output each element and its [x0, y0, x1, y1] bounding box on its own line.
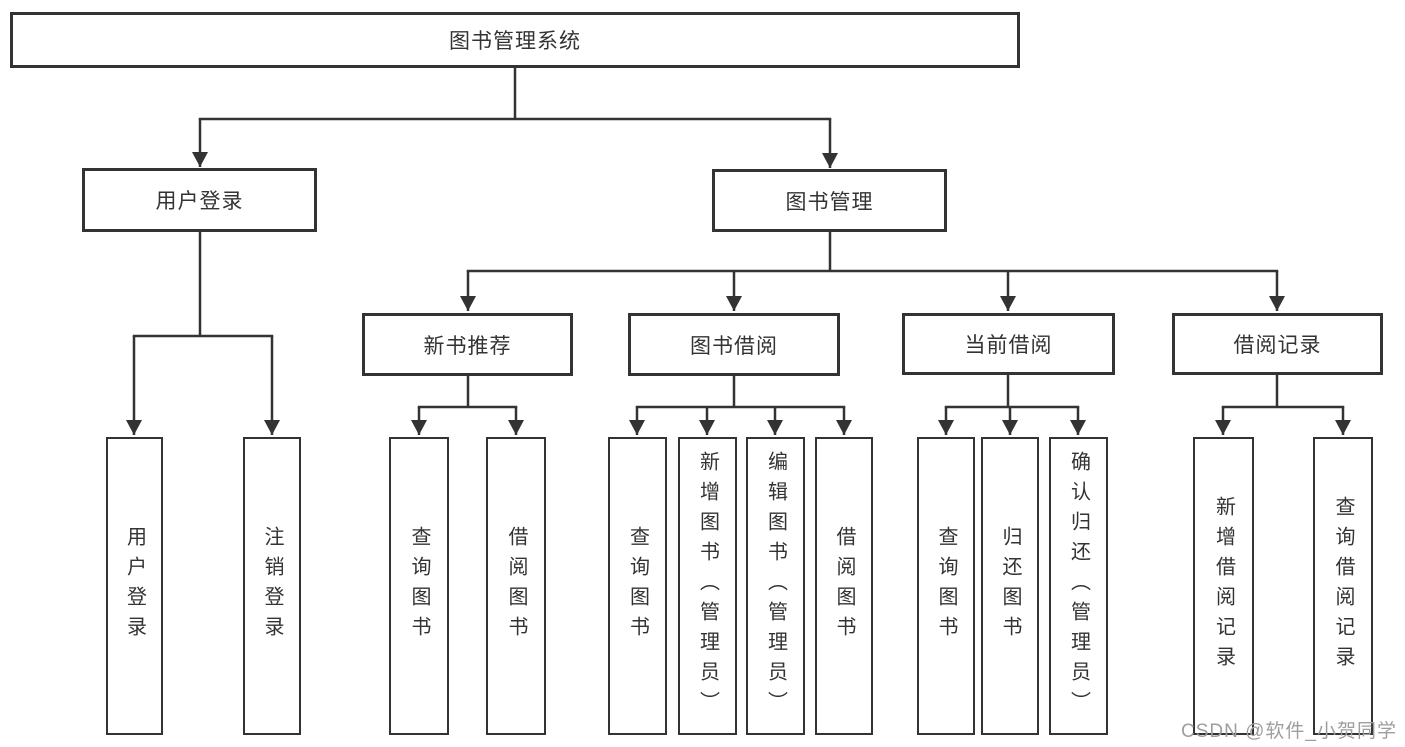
node-book-borrowing-label: 图书借阅	[690, 334, 778, 358]
node-book-management: 图书管理	[712, 169, 947, 232]
node-leaf-user-login-label: 用户登录	[123, 526, 146, 646]
node-leaf-logout: 注销登录	[243, 437, 301, 735]
node-leaf-borrowing-borrow-books-label: 借阅图书	[833, 526, 855, 646]
node-leaf-current-query-books: 查询图书	[917, 437, 975, 735]
node-leaf-borrowing-edit-books: 编辑图书（管理员）	[746, 437, 805, 735]
node-user-login: 用户登录	[82, 168, 317, 232]
node-leaf-current-return-books: 归还图书	[981, 437, 1039, 735]
node-leaf-borrowing-borrow-books: 借阅图书	[815, 437, 873, 735]
node-leaf-current-return-books-label: 归还图书	[999, 526, 1021, 646]
node-leaf-recommend-query-books-label: 查询图书	[408, 526, 430, 646]
node-leaf-recommend-query-books: 查询图书	[389, 437, 449, 735]
node-user-login-label: 用户登录	[155, 190, 244, 213]
node-new-book-recommend-label: 新书推荐	[423, 334, 512, 358]
node-leaf-borrowing-add-books: 新增图书（管理员）	[678, 437, 737, 735]
node-leaf-borrowing-add-books-label: 新增图书（管理员）	[696, 451, 719, 721]
node-leaf-user-login: 用户登录	[106, 437, 163, 735]
node-current-borrowing: 当前借阅	[902, 313, 1115, 375]
node-leaf-current-query-books-label: 查询图书	[935, 526, 957, 646]
node-leaf-recommend-borrow-books: 借阅图书	[486, 437, 546, 735]
node-leaf-recommend-borrow-books-label: 借阅图书	[505, 526, 527, 646]
node-leaf-logout-label: 注销登录	[261, 526, 283, 646]
node-root: 图书管理系统	[10, 12, 1020, 68]
watermark-text: CSDN @软件_小贺同学	[1181, 721, 1397, 742]
node-leaf-borrowing-query-books-label: 查询图书	[626, 526, 649, 646]
node-leaf-records-add-record: 新增借阅记录	[1193, 437, 1254, 735]
node-leaf-records-query-record: 查询借阅记录	[1313, 437, 1373, 735]
node-leaf-current-confirm-return: 确认归还（管理员）	[1049, 437, 1108, 735]
node-book-management-label: 图书管理	[785, 190, 874, 214]
node-leaf-current-confirm-return-label: 确认归还（管理员）	[1067, 451, 1090, 721]
node-leaf-records-query-record-label: 查询借阅记录	[1332, 496, 1354, 676]
node-borrowing-records: 借阅记录	[1172, 313, 1383, 375]
node-root-label: 图书管理系统	[449, 30, 581, 53]
node-borrowing-records-label: 借阅记录	[1233, 334, 1322, 357]
node-current-borrowing-label: 当前借阅	[964, 334, 1053, 357]
node-new-book-recommend: 新书推荐	[362, 313, 573, 376]
node-leaf-borrowing-edit-books-label: 编辑图书（管理员）	[764, 451, 787, 721]
node-leaf-borrowing-query-books: 查询图书	[608, 437, 667, 735]
node-book-borrowing: 图书借阅	[628, 313, 840, 376]
node-leaf-records-add-record-label: 新增借阅记录	[1212, 496, 1235, 676]
